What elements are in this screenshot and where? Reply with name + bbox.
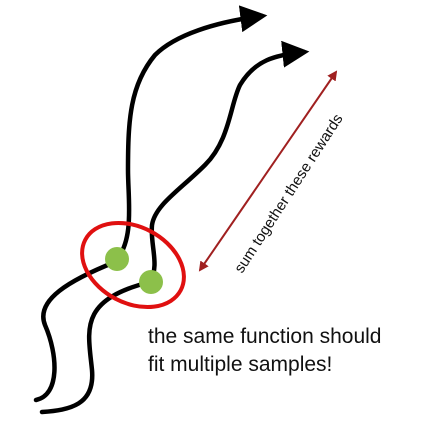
caption-line-1: the same function should <box>148 325 382 348</box>
rewards-label: sum together these rewards <box>231 111 347 276</box>
caption: the same function should fit multiple sa… <box>148 323 381 379</box>
sample-dot-2 <box>139 270 163 294</box>
trajectory-1 <box>33 5 268 403</box>
caption-line-2: fit multiple samples! <box>148 353 333 376</box>
sample-dot-1 <box>105 247 129 271</box>
rewards-arrow <box>198 70 338 272</box>
highlight-ellipse <box>80 220 186 310</box>
